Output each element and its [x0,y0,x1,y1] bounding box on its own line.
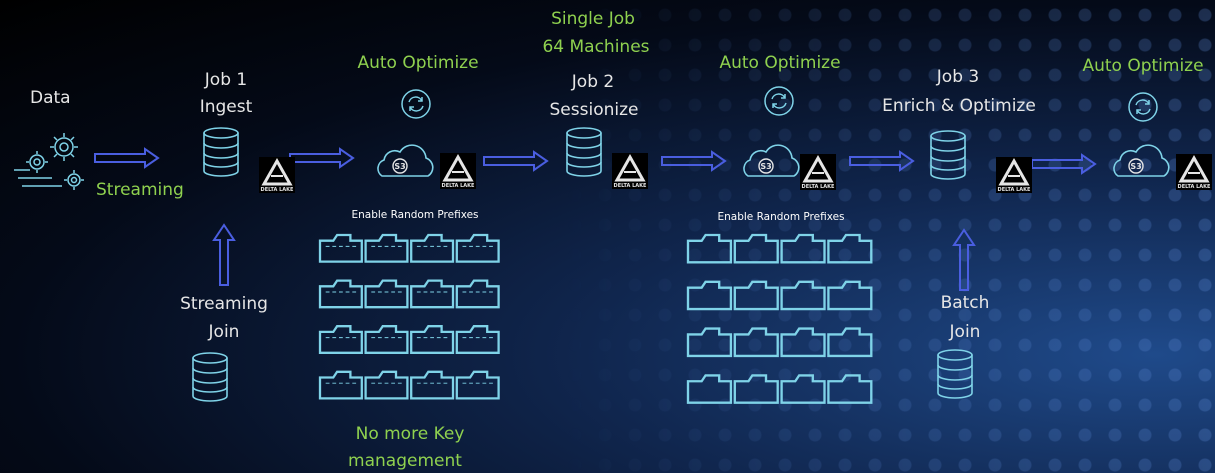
auto-optimize-label-2: Auto Optimize [719,53,841,73]
streaming-label: Streaming [96,180,184,200]
refresh-icon [764,86,794,116]
auto-optimize-label-1: Auto Optimize [357,53,479,73]
arrow-right [483,151,548,171]
arrow-up [953,229,975,291]
arrow-right [661,151,726,171]
arrow-right [94,148,159,168]
batch-label: Batch [940,293,990,313]
job2-label: Job 2 [571,72,615,92]
refresh-icon [401,89,431,119]
enable-prefixes-label-1: Enable Random Prefixes [351,209,479,221]
single-job-label: Single Job [551,9,635,29]
arrow-right [849,151,914,171]
delta-lake-logo [610,151,650,191]
no-more-key-label: No more Key [355,424,465,444]
background-dots [560,0,1215,473]
cloud-s3-icon [743,144,800,177]
sessionize-label: Sessionize [549,100,639,120]
machines-label: 64 Machines [542,37,650,57]
job1-label: Job 1 [204,70,248,90]
delta-lake-logo [438,151,478,191]
arrow-up [213,224,235,286]
data-label: Data [30,88,71,108]
ingest-label: Ingest [199,97,253,117]
database-icon [937,349,973,399]
job3-label: Job 3 [936,67,980,87]
cloud-s3-icon [1113,144,1170,177]
streaming-join-label-2: Join [208,322,240,342]
refresh-icon [1128,92,1158,122]
auto-optimize-label-3: Auto Optimize [1082,56,1204,76]
folder-grid-icon [686,233,873,404]
gears-icon [14,133,84,190]
join-label: Join [949,322,981,342]
database-icon [192,352,228,402]
delta-lake-logo [257,155,297,195]
database-icon [203,127,239,177]
delta-lake-logo [994,155,1034,195]
delta-lake-logo [798,152,838,192]
folder-grid-icon [318,233,500,400]
database-icon [566,127,602,177]
streaming-join-label: Streaming [180,294,268,314]
database-icon [930,130,966,180]
enable-prefixes-label-2: Enable Random Prefixes [717,211,845,223]
enrich-optimize-label: Enrich & Optimize [882,96,1036,116]
arrow-right [1031,154,1096,174]
arrow-right [289,148,354,168]
cloud-s3-icon [377,144,434,177]
delta-lake-logo [1174,152,1214,192]
management-label: management [348,451,462,471]
